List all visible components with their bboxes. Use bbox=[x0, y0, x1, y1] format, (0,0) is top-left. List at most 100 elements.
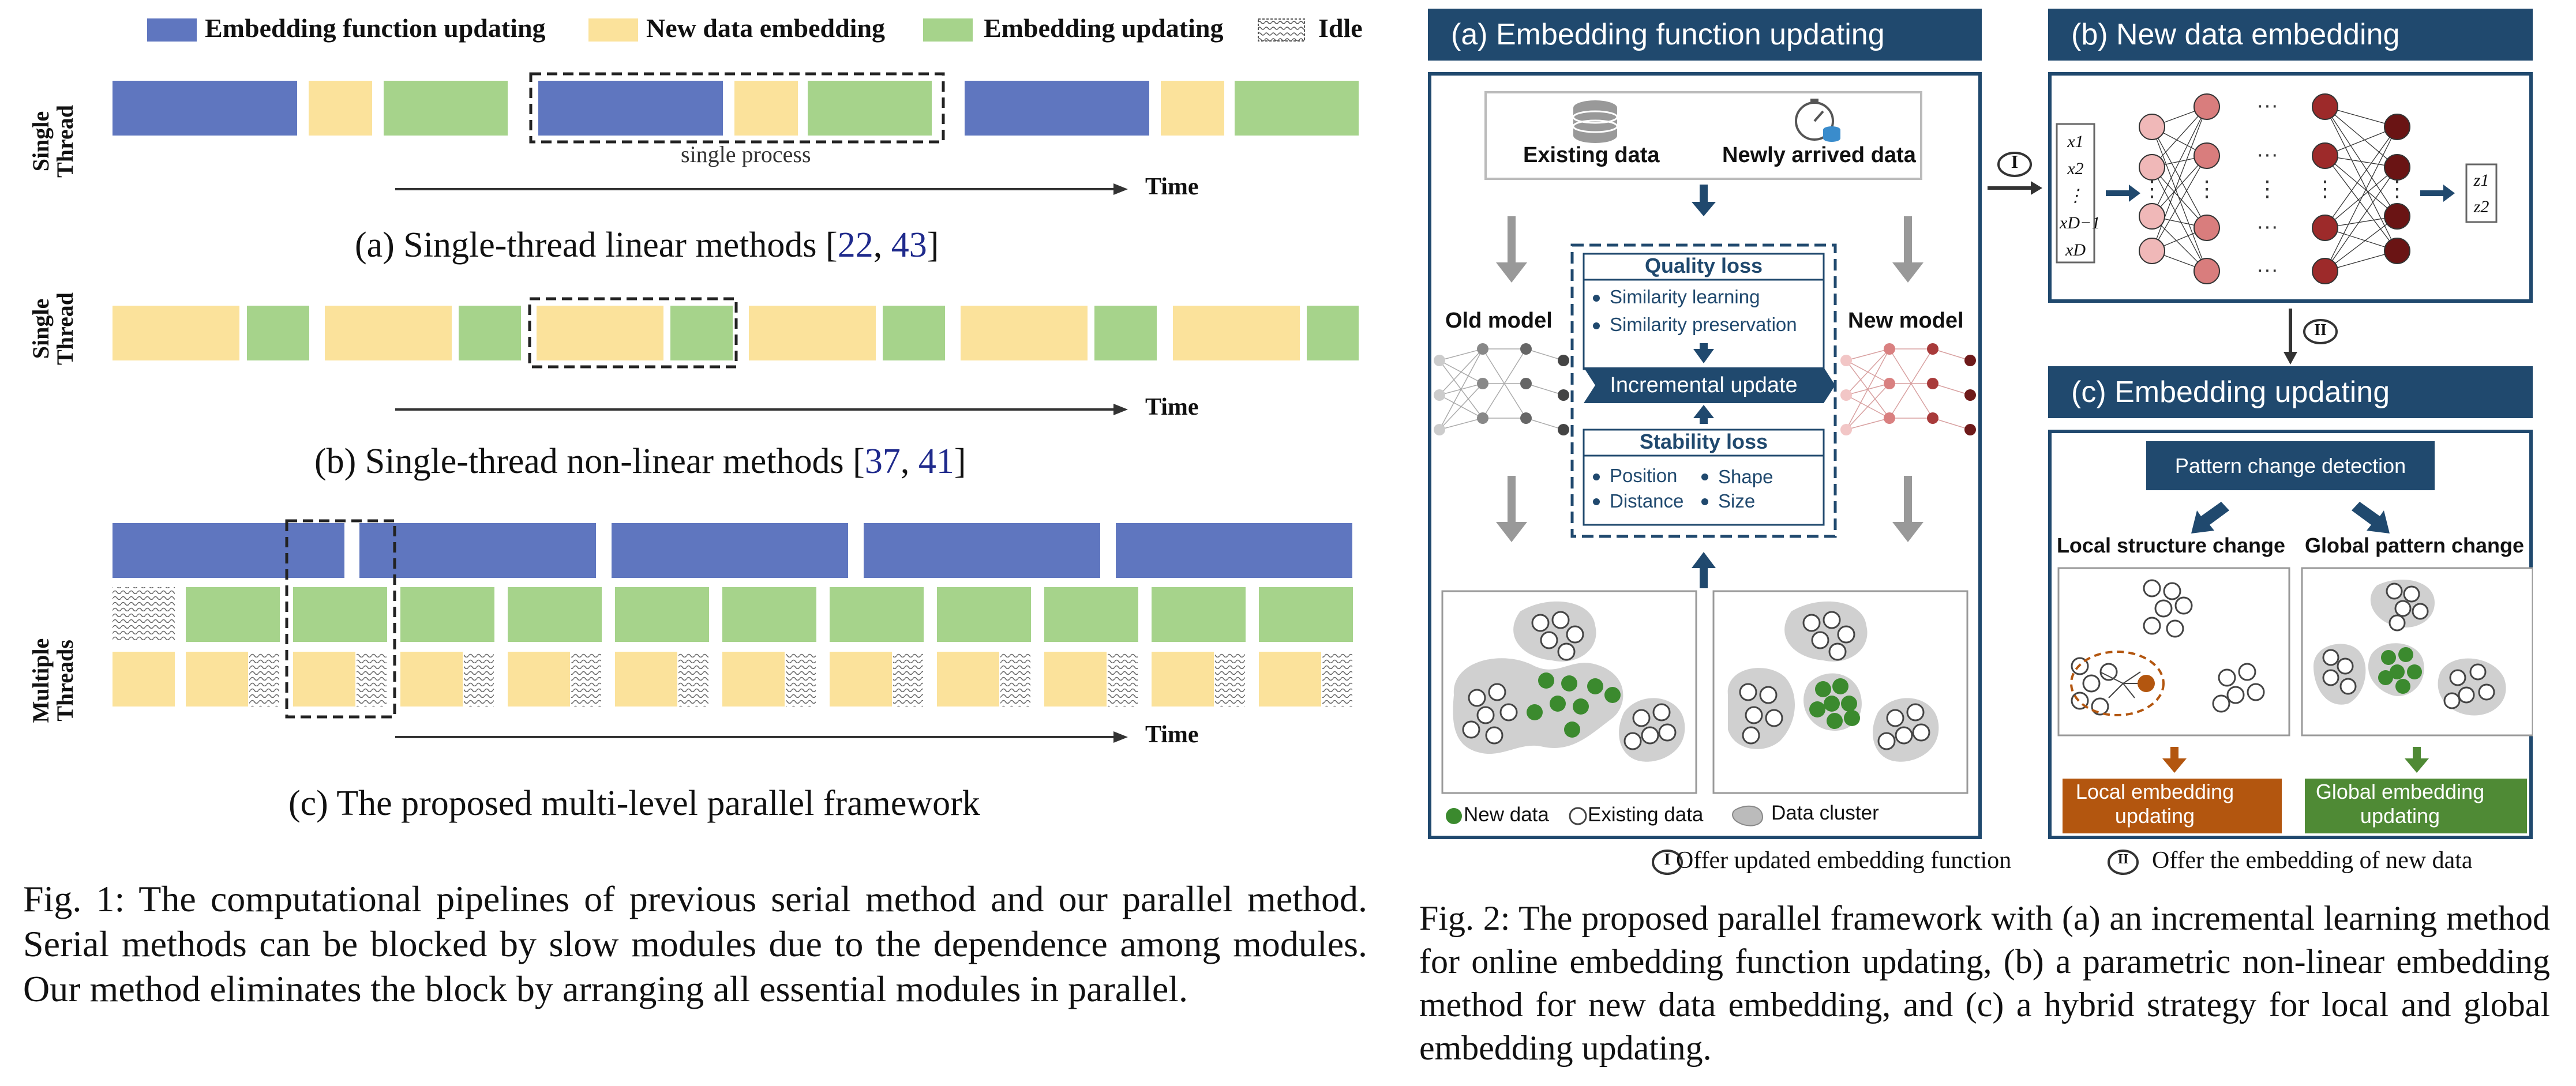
arrow-down-left-icon bbox=[2191, 502, 2229, 533]
new-model-network bbox=[1846, 348, 1971, 430]
arrow-down-right-icon bbox=[2352, 502, 2390, 533]
panel-c-graphics bbox=[2057, 441, 2533, 833]
arrow-down-icon bbox=[1892, 216, 1923, 283]
block-nde bbox=[113, 306, 239, 360]
single-process-box bbox=[528, 297, 738, 369]
svg-text:⋮: ⋮ bbox=[2256, 177, 2278, 201]
existing-data-marker bbox=[1569, 807, 1587, 825]
legend-nde-label: New data embedding bbox=[646, 13, 886, 43]
block-eu bbox=[293, 587, 387, 642]
timeline-c bbox=[113, 519, 1353, 743]
legend-new-data-label: New data bbox=[1464, 803, 1549, 826]
block-eu bbox=[1094, 306, 1157, 360]
footnote-two-badge: II bbox=[2117, 852, 2129, 867]
block-eu bbox=[830, 587, 924, 642]
block-efu bbox=[113, 523, 344, 578]
new-model-label: New model bbox=[1848, 309, 1964, 333]
local-embedding-updating-label: Local embedding updating bbox=[2075, 780, 2234, 828]
block-eu bbox=[459, 306, 521, 360]
legend-efu-label: Embedding function updating bbox=[205, 13, 546, 43]
shape-label: Shape bbox=[1718, 466, 1773, 487]
svg-text:⋮: ⋮ bbox=[2386, 177, 2408, 201]
arrow-right-icon bbox=[2106, 185, 2140, 202]
similarity-preservation-label: Similarity preservation bbox=[1610, 314, 1797, 335]
block-eu bbox=[1235, 81, 1359, 136]
subcaption-a: (a) Single-thread linear methods [22, 43… bbox=[355, 226, 939, 265]
old-model-network bbox=[1439, 348, 1564, 430]
arrow-right-icon bbox=[2420, 185, 2455, 202]
legend-idle-swatch bbox=[1258, 18, 1305, 42]
timeline-b bbox=[113, 297, 1359, 415]
time-arrowhead bbox=[1113, 404, 1128, 415]
timeline-a bbox=[113, 72, 1359, 195]
block-efu bbox=[612, 523, 848, 578]
stability-loss-label: Stability loss bbox=[1639, 430, 1768, 453]
new-model-nodes bbox=[1840, 343, 1976, 435]
local-change-region bbox=[2070, 651, 2165, 716]
subcaption-c: (c) The proposed multi-level parallel fr… bbox=[288, 784, 980, 823]
block-efu bbox=[965, 81, 1149, 136]
footnote-two-text: Offer the embedding of new data bbox=[2152, 847, 2473, 874]
arrow-down-icon bbox=[1496, 216, 1527, 283]
time-arrowhead bbox=[1113, 731, 1128, 743]
svg-text:···: ··· bbox=[2256, 93, 2278, 118]
quality-loss-label: Quality loss bbox=[1644, 254, 1763, 277]
nde-row bbox=[113, 652, 1352, 707]
legend-eu-swatch bbox=[923, 18, 973, 42]
block-eu bbox=[1044, 587, 1138, 642]
network-nodes bbox=[2139, 93, 2410, 284]
block-eu bbox=[186, 587, 280, 642]
svg-text:⋮: ⋮ bbox=[2196, 177, 2218, 201]
panel-c-title: (c) Embedding updating bbox=[2048, 366, 2533, 418]
block-nde bbox=[734, 81, 798, 136]
block-efu bbox=[864, 523, 1100, 578]
panel-a-graphics bbox=[1434, 91, 1976, 826]
input-bracket bbox=[2056, 123, 2095, 264]
pattern-change-box bbox=[2146, 441, 2435, 490]
new-data-marker bbox=[1446, 808, 1462, 824]
distance-label: Distance bbox=[1610, 490, 1684, 512]
svg-text:⋮: ⋮ bbox=[2314, 177, 2336, 201]
local-structure-points bbox=[2071, 579, 2265, 716]
block-efu bbox=[113, 81, 297, 136]
position-label: Position bbox=[1610, 465, 1678, 486]
data-source-box bbox=[1484, 91, 1922, 180]
block-eu bbox=[247, 306, 309, 360]
panel-b-title: (b) New data embedding bbox=[2048, 9, 2533, 61]
block-eu bbox=[1259, 587, 1353, 642]
panel-b bbox=[2048, 72, 2533, 303]
arrow-up-icon bbox=[1692, 552, 1716, 588]
global-pattern-clusters bbox=[2313, 580, 2506, 716]
block-eu bbox=[1152, 587, 1246, 642]
global-pattern-change-label: Global pattern change bbox=[2304, 533, 2525, 557]
figure-1-caption: Fig. 1: The computational pipelines of p… bbox=[23, 878, 1367, 1009]
svg-text:···: ··· bbox=[2256, 142, 2278, 167]
block-eu bbox=[883, 306, 945, 360]
block-eu bbox=[937, 587, 1031, 642]
footnote-badges bbox=[1652, 850, 2139, 875]
new-clusters bbox=[1727, 601, 1939, 762]
step-one-badge: I bbox=[2011, 151, 2019, 172]
arrow-down-icon bbox=[1892, 476, 1923, 542]
arrow-down-icon bbox=[1496, 476, 1527, 542]
old-clusters bbox=[1453, 601, 1685, 762]
block-eu bbox=[384, 81, 508, 136]
time-label-c: Time bbox=[1145, 722, 1199, 748]
legend-eu-label: Embedding updating bbox=[984, 13, 1224, 43]
block-efu bbox=[359, 523, 596, 578]
step-one-arrow bbox=[1988, 152, 2042, 195]
legend-efu-swatch bbox=[147, 18, 197, 42]
subcaption-b: (b) Single-thread non-linear methods [37… bbox=[314, 442, 966, 481]
arrow-up-icon bbox=[1693, 405, 1714, 424]
newly-arrived-data-label: Newly arrived data bbox=[1722, 143, 1916, 167]
block-eu bbox=[808, 81, 932, 136]
svg-text:⋮: ⋮ bbox=[2141, 177, 2163, 201]
local-embedding-updating-box bbox=[2063, 779, 2282, 833]
pattern-change-label: Pattern change detection bbox=[2174, 454, 2406, 478]
database-icon bbox=[1572, 100, 1618, 143]
block-efu bbox=[1116, 523, 1352, 578]
time-arrowhead bbox=[1113, 183, 1128, 195]
stopwatch-database-icon bbox=[1795, 99, 1840, 142]
